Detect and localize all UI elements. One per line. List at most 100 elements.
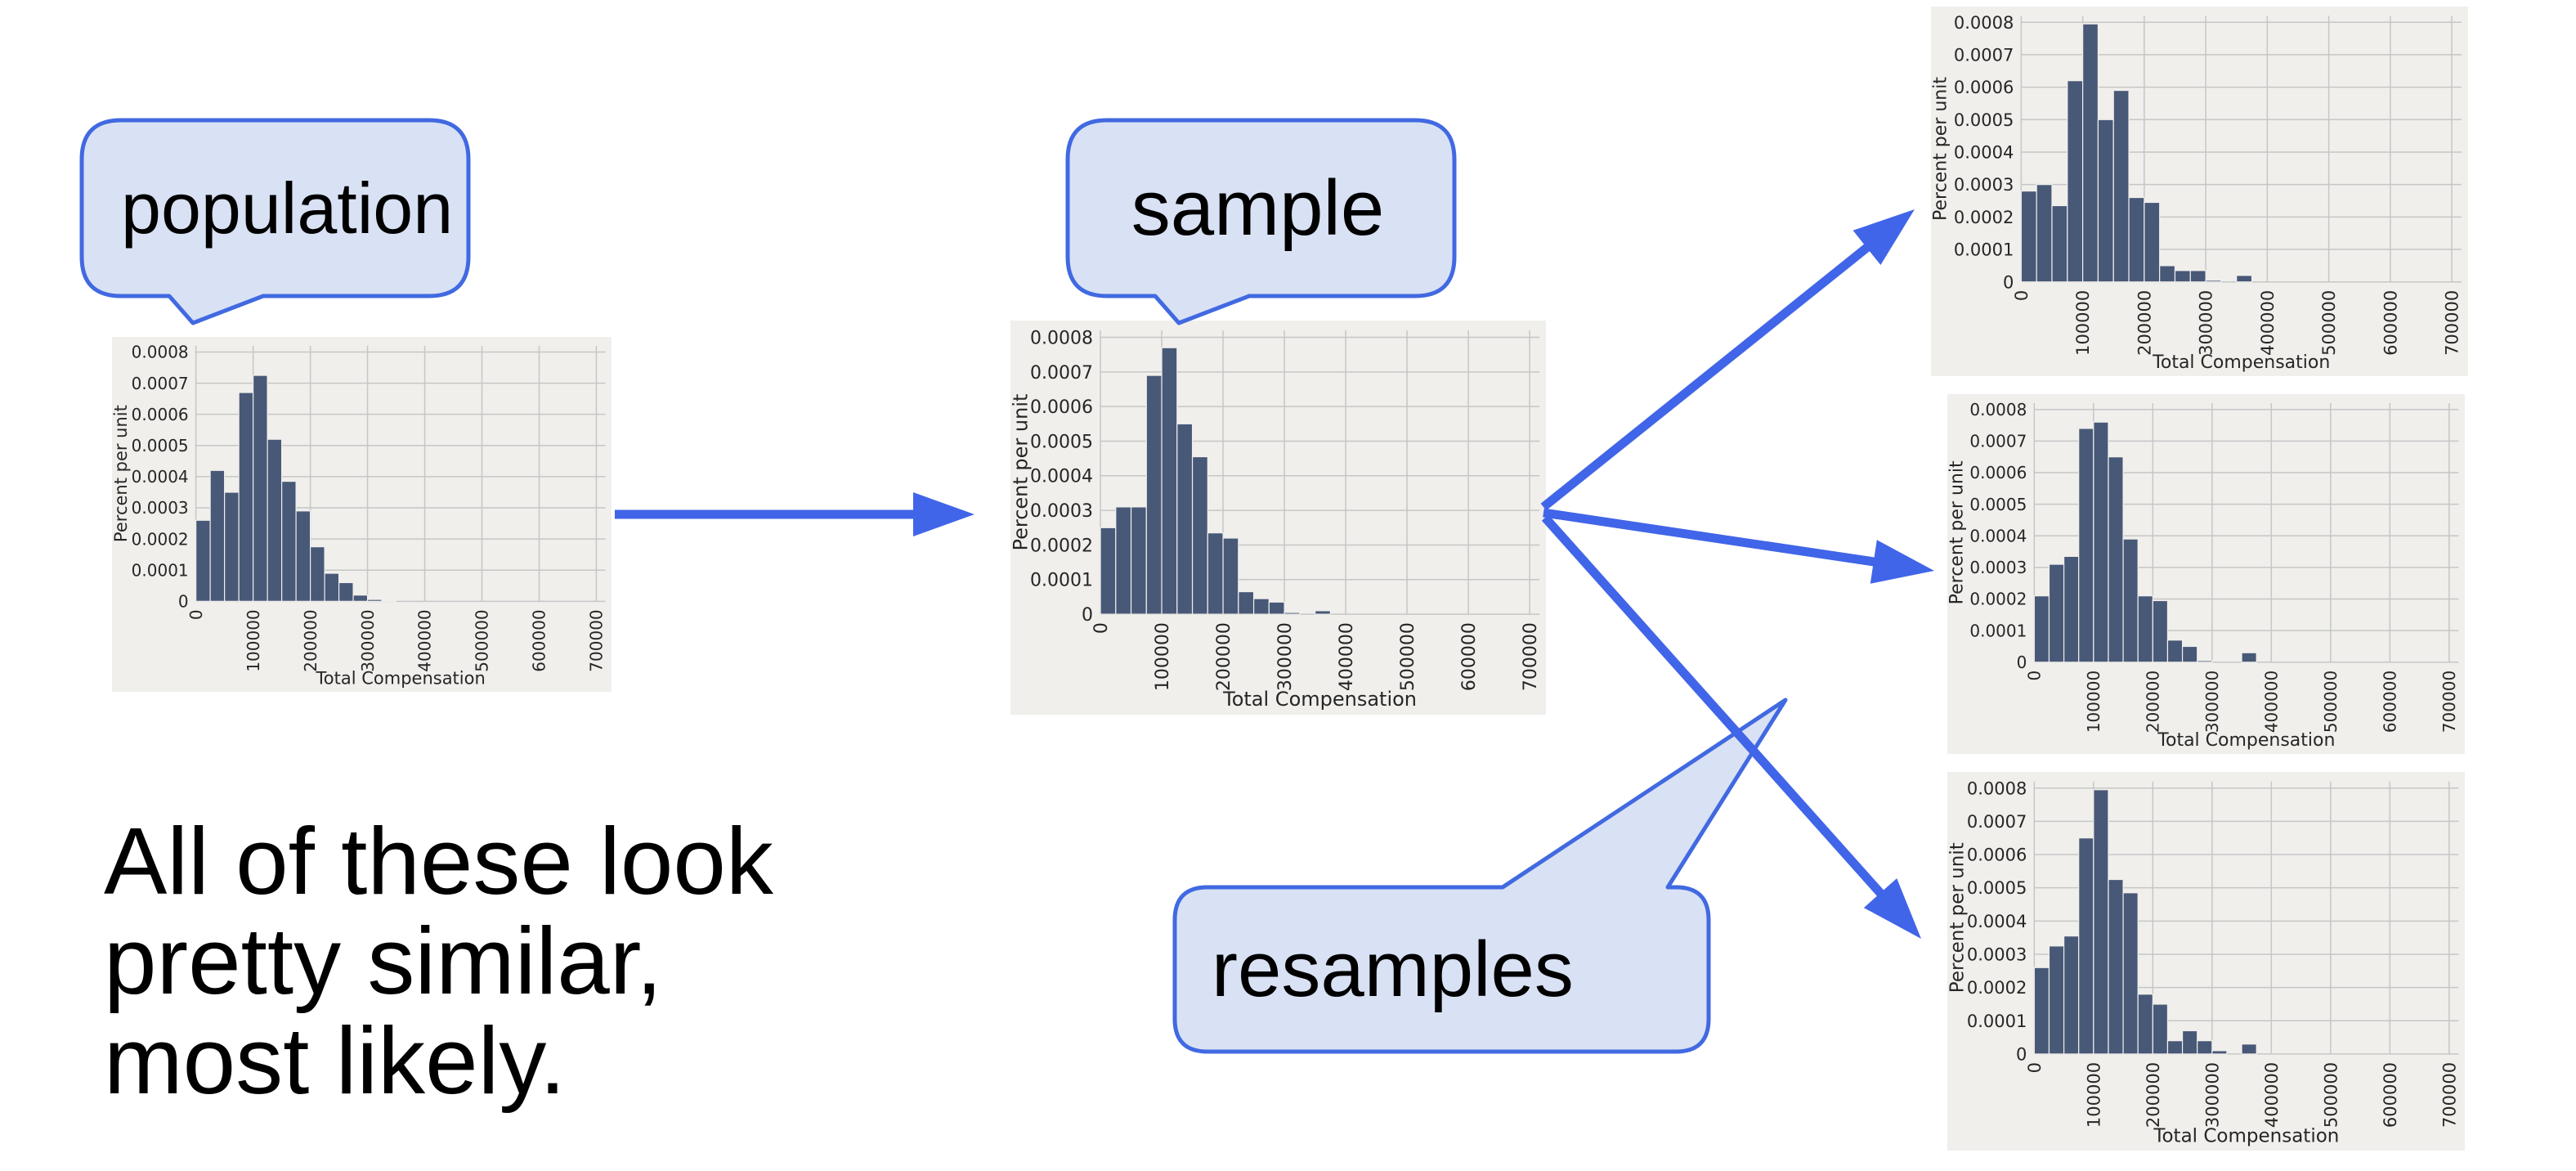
svg-text:200000: 200000 <box>2144 671 2163 733</box>
speech-bubble-population <box>79 118 471 325</box>
arrow-sample-to-resample-2 <box>1543 508 1934 584</box>
svg-text:0.0006: 0.0006 <box>1954 78 2014 97</box>
svg-text:Percent per unit: Percent per unit <box>1947 842 1969 993</box>
svg-text:0.0001: 0.0001 <box>1969 621 2027 640</box>
svg-text:100000: 100000 <box>244 609 263 671</box>
speech-bubble-sample <box>1065 118 1457 325</box>
svg-text:0.0002: 0.0002 <box>132 529 189 549</box>
bubble-label-resamples: resamples <box>1212 925 1574 1013</box>
svg-text:0.0005: 0.0005 <box>1969 495 2027 514</box>
svg-text:0.0001: 0.0001 <box>1030 571 1093 591</box>
svg-text:0: 0 <box>1091 622 1112 634</box>
caption-line-3: most likely. <box>104 1007 567 1114</box>
svg-text:0.0006: 0.0006 <box>1967 846 2027 865</box>
svg-text:0.0001: 0.0001 <box>1954 240 2014 260</box>
svg-text:100000: 100000 <box>2084 671 2103 733</box>
svg-text:700000: 700000 <box>2443 290 2462 356</box>
svg-text:Percent per unit: Percent per unit <box>112 405 131 542</box>
svg-text:400000: 400000 <box>2262 1062 2282 1128</box>
svg-text:700000: 700000 <box>1521 622 1541 691</box>
svg-text:0.0006: 0.0006 <box>1030 397 1093 418</box>
svg-text:Total Compensation: Total Compensation <box>2153 1126 2339 1147</box>
svg-text:600000: 600000 <box>1459 622 1480 691</box>
svg-text:0.0003: 0.0003 <box>1954 175 2014 195</box>
svg-text:0.0006: 0.0006 <box>132 405 189 424</box>
svg-text:0.0008: 0.0008 <box>1967 778 2027 798</box>
svg-text:600000: 600000 <box>2381 1062 2400 1128</box>
svg-text:200000: 200000 <box>301 609 320 671</box>
svg-text:Percent per unit: Percent per unit <box>1010 394 1032 551</box>
svg-text:0.0008: 0.0008 <box>1969 400 2027 419</box>
svg-text:0.0007: 0.0007 <box>1954 45 2014 65</box>
svg-text:Percent per unit: Percent per unit <box>1931 77 1951 221</box>
svg-text:100000: 100000 <box>2084 1062 2103 1128</box>
svg-text:Total Compensation: Total Compensation <box>2157 730 2335 751</box>
svg-text:0: 0 <box>1082 605 1093 626</box>
svg-text:700000: 700000 <box>2439 671 2459 733</box>
svg-text:Total Compensation: Total Compensation <box>316 669 486 689</box>
svg-text:0.0002: 0.0002 <box>1969 590 2027 609</box>
svg-text:0.0004: 0.0004 <box>1954 143 2014 163</box>
svg-text:400000: 400000 <box>2258 290 2278 356</box>
svg-text:700000: 700000 <box>2439 1062 2459 1128</box>
svg-text:300000: 300000 <box>358 609 378 671</box>
svg-text:0.0003: 0.0003 <box>1030 501 1093 522</box>
svg-text:500000: 500000 <box>2321 671 2341 733</box>
svg-text:300000: 300000 <box>2202 1062 2222 1128</box>
histogram-resample-1: 0 0.0001 0.0002 0.0003 0.0004 0.0005 0.0006 0.0… <box>1931 7 2468 376</box>
svg-text:0: 0 <box>2025 671 2045 681</box>
svg-text:0.0007: 0.0007 <box>1967 812 2027 832</box>
svg-text:Percent per unit: Percent per unit <box>1947 460 1968 604</box>
svg-text:300000: 300000 <box>2202 671 2222 733</box>
arrow-population-to-sample <box>615 492 974 536</box>
svg-text:Total Compensation: Total Compensation <box>1222 688 1417 711</box>
svg-text:0.0003: 0.0003 <box>1969 558 2027 577</box>
svg-text:0.0007: 0.0007 <box>1030 363 1093 384</box>
svg-text:200000: 200000 <box>1214 622 1234 691</box>
svg-text:400000: 400000 <box>1337 622 1357 691</box>
svg-text:400000: 400000 <box>415 609 435 671</box>
svg-text:0: 0 <box>178 592 189 612</box>
svg-text:100000: 100000 <box>2073 290 2093 356</box>
svg-text:0.0008: 0.0008 <box>132 343 189 362</box>
svg-text:0.0002: 0.0002 <box>1954 208 2014 227</box>
svg-text:0: 0 <box>2003 272 2014 292</box>
svg-text:Total Compensation: Total Compensation <box>2152 352 2330 373</box>
caption-text: All of these look pretty similar, most l… <box>104 814 773 1113</box>
svg-text:300000: 300000 <box>2197 290 2216 356</box>
svg-text:0.0001: 0.0001 <box>1967 1012 2027 1031</box>
svg-text:600000: 600000 <box>530 609 549 671</box>
svg-text:400000: 400000 <box>2262 671 2282 733</box>
svg-text:0.0004: 0.0004 <box>1030 467 1093 487</box>
svg-text:0.0004: 0.0004 <box>1967 912 2027 931</box>
svg-text:0: 0 <box>2017 653 2027 672</box>
svg-text:200000: 200000 <box>2135 290 2154 356</box>
svg-text:0: 0 <box>2025 1062 2045 1073</box>
svg-text:0: 0 <box>2012 290 2032 301</box>
svg-text:0.0003: 0.0003 <box>132 498 189 518</box>
caption-line-2: pretty similar, <box>104 908 663 1014</box>
svg-text:0.0005: 0.0005 <box>1967 878 2027 898</box>
svg-text:300000: 300000 <box>1275 622 1296 691</box>
svg-text:0.0008: 0.0008 <box>1954 13 2014 33</box>
svg-text:500000: 500000 <box>1398 622 1418 691</box>
svg-text:0.0003: 0.0003 <box>1967 945 2027 965</box>
svg-text:0.0007: 0.0007 <box>132 374 189 393</box>
svg-text:0: 0 <box>2016 1044 2027 1064</box>
svg-text:0.0005: 0.0005 <box>132 436 189 455</box>
svg-text:0.0001: 0.0001 <box>132 560 189 580</box>
svg-text:700000: 700000 <box>587 609 607 671</box>
svg-text:600000: 600000 <box>2381 671 2400 733</box>
svg-text:0.0008: 0.0008 <box>1030 328 1093 348</box>
bubble-label-sample: sample <box>1131 164 1385 252</box>
svg-text:0.0004: 0.0004 <box>132 467 189 487</box>
svg-text:500000: 500000 <box>2319 290 2339 356</box>
svg-text:0.0005: 0.0005 <box>1954 110 2014 130</box>
arrow-sample-to-resample-1 <box>1540 209 1915 511</box>
svg-text:200000: 200000 <box>2144 1062 2163 1128</box>
svg-text:0.0006: 0.0006 <box>1969 463 2027 482</box>
